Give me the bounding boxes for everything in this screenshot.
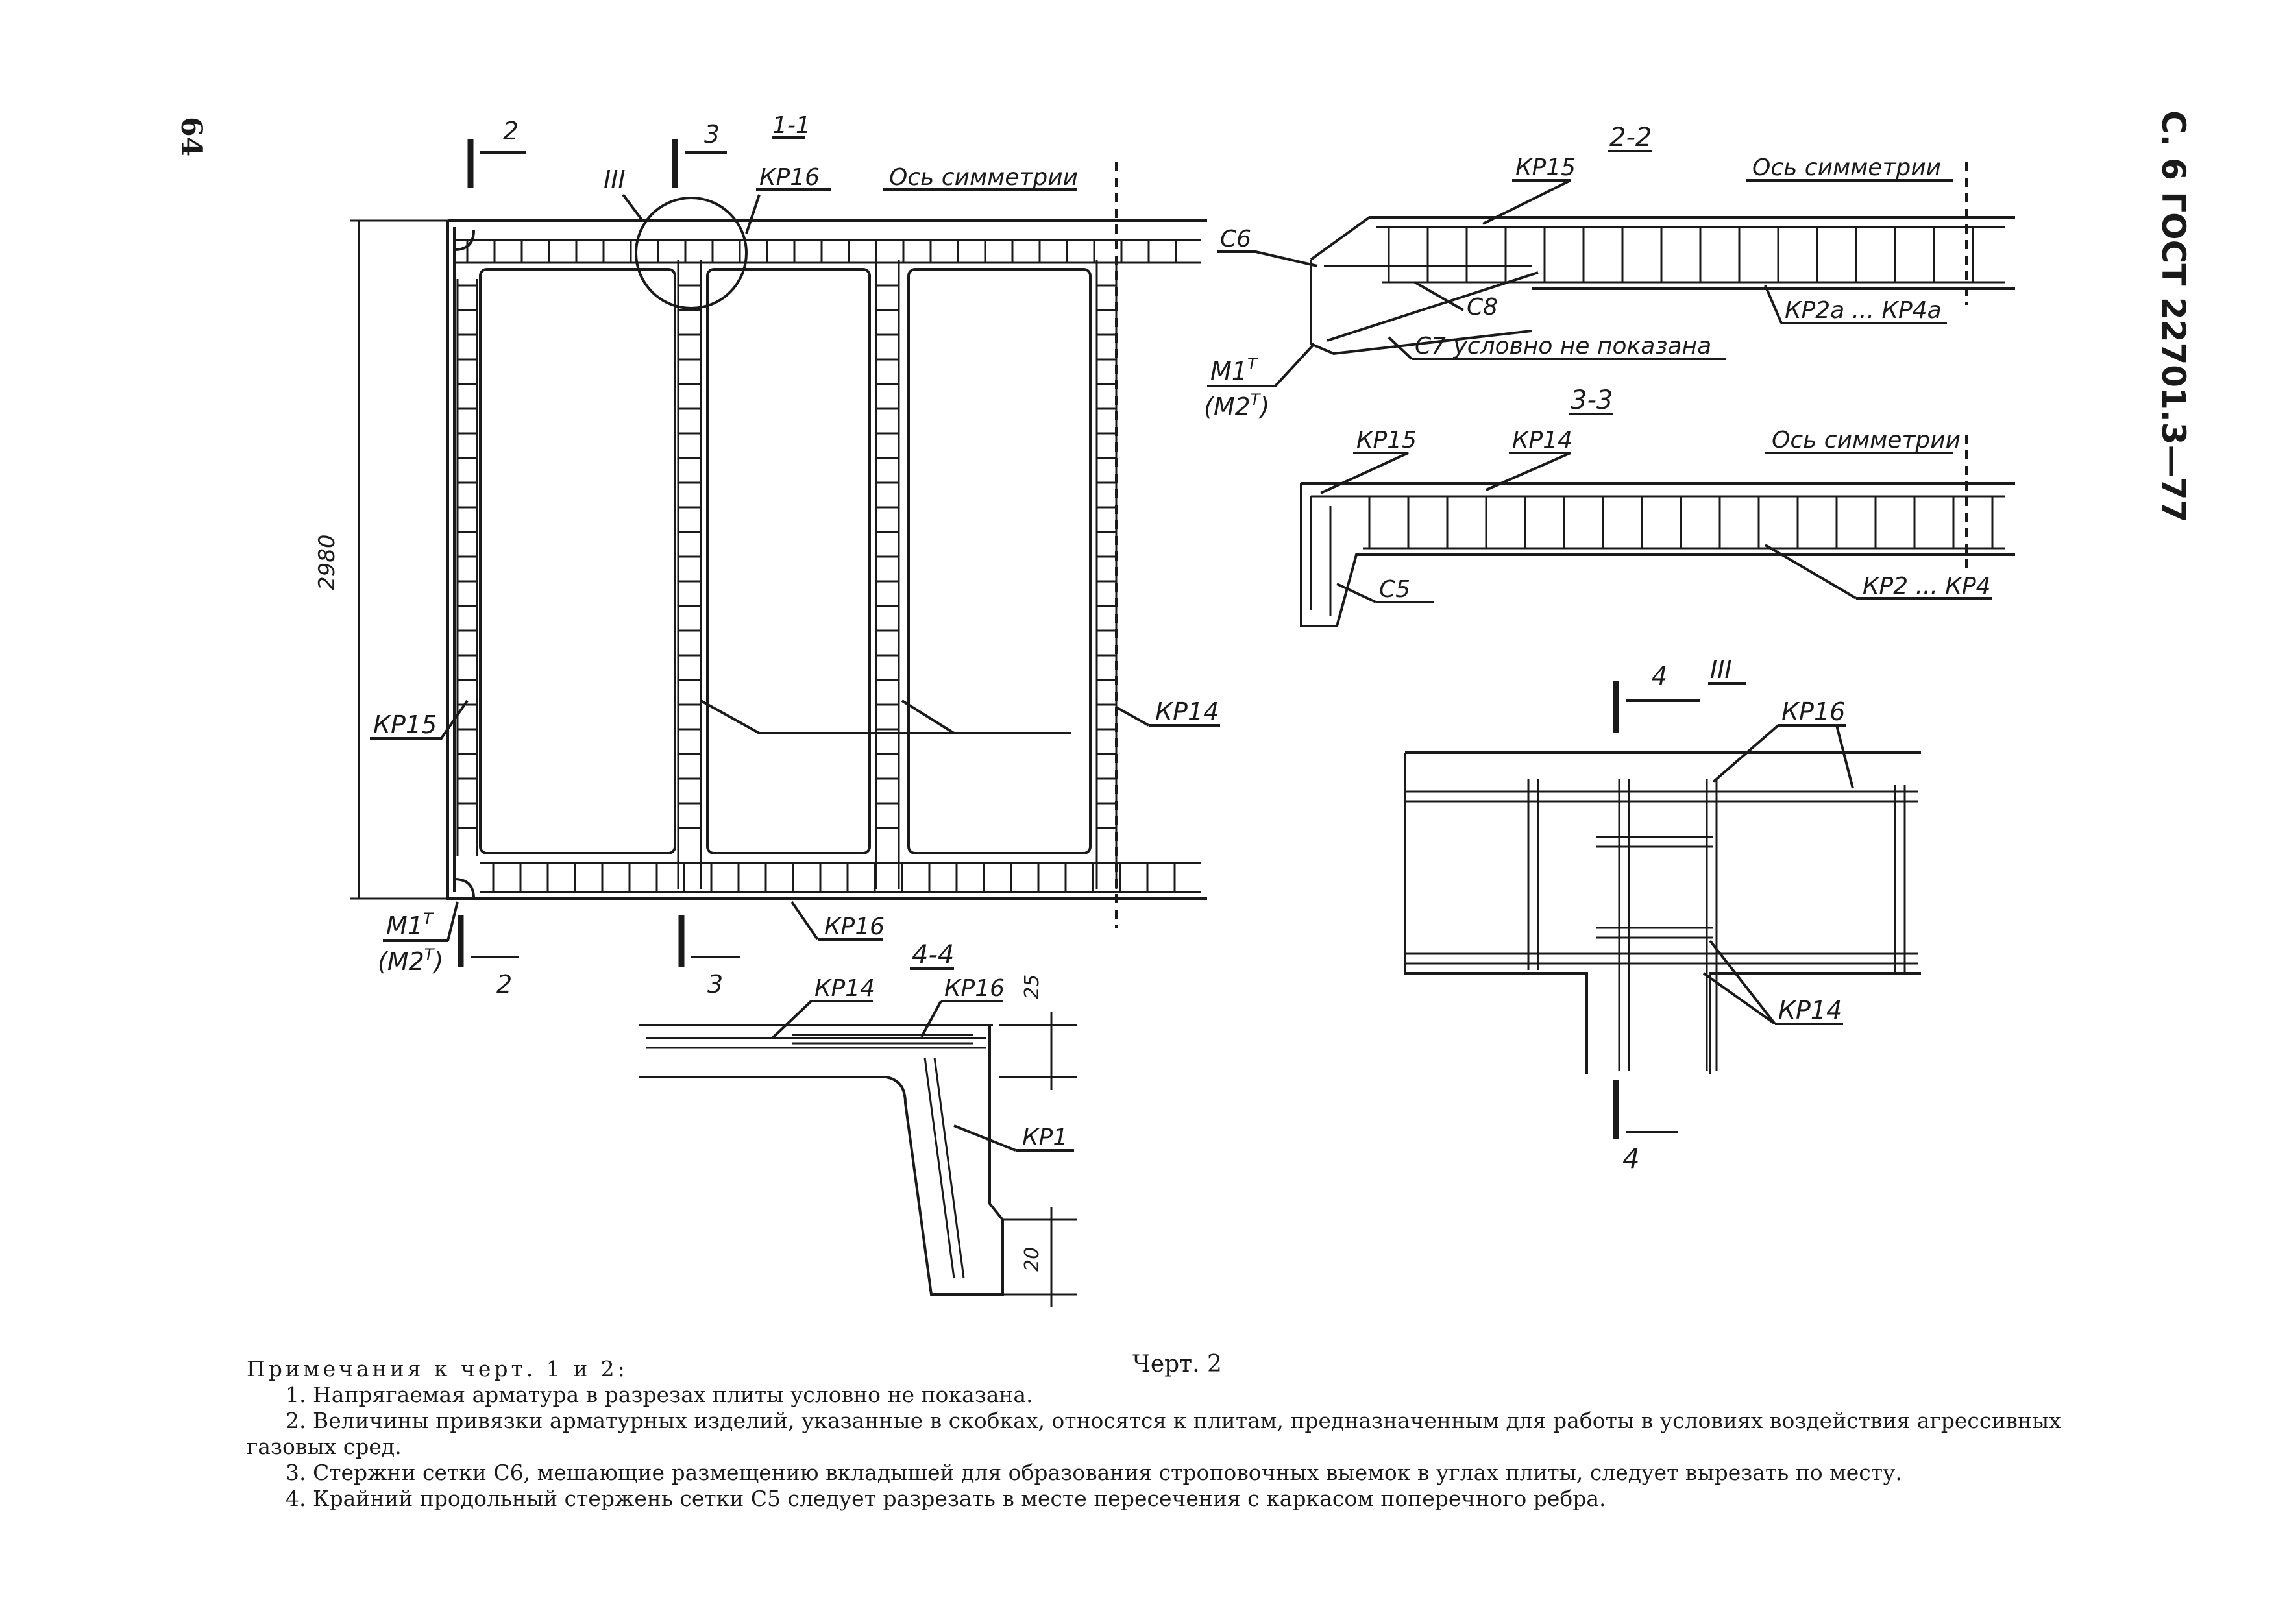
node-III: III 4 КР16 КР14 4 [1404, 655, 1921, 1174]
plan-view: III 1-1 Ось симметрии КР16 КР15 КР14 КР1… [314, 112, 1220, 999]
drawing-caption: Черт. 2 [1132, 1351, 1222, 1377]
section-3-3-kr2: КР2 ... КР4 [1863, 573, 1991, 600]
plan-kr15-label: КР15 [373, 710, 437, 739]
section-4-4-kr14: КР14 [814, 975, 875, 1002]
plan-dimension: 2980 [314, 534, 340, 590]
plan-cut2-bottom: 2 [496, 970, 512, 999]
section-3-3-kr14: КР14 [1512, 427, 1572, 454]
plan-opening-1 [479, 268, 676, 854]
section-2-2-c8: С8 [1467, 294, 1498, 321]
note-item: 4. Крайний продольный стержень сетки С5 … [286, 1486, 1606, 1511]
plan-cut3-top: 3 [704, 120, 720, 149]
section-2-2-m1: М1Т [1210, 355, 1258, 385]
notes: Примечания к черт. 1 и 2: 1. Напрягаемая… [247, 1356, 2103, 1512]
note-item: 1. Напрягаемая арматура в разрезах плиты… [286, 1382, 1033, 1407]
note-item: 3. Стержни сетки С6, мешающие размещению… [286, 1460, 1902, 1485]
section-4-4-kr16: КР16 [944, 975, 1005, 1002]
section-3-3-title: 3-3 [1571, 385, 1613, 415]
plan-opening-3 [907, 268, 1092, 854]
note-item: 2. Величины привязки арматурных изделий,… [247, 1408, 2061, 1459]
node-III-kr16: КР16 [1781, 697, 1845, 726]
plan-m2-label: (М2Т) [378, 945, 443, 976]
section-3-3: 3-3 Ось симметрии КР15 КР14 С5 КР2 ... К… [1300, 385, 2015, 627]
section-4-4-dim-top: 25 [1021, 975, 1044, 999]
section-3-3-axis: Ось симметрии [1772, 427, 1961, 454]
plan-axis-label: Ось симметрии [889, 164, 1078, 191]
section-2-2-kr15: КР15 [1515, 154, 1576, 181]
node-III-cut-top: 4 [1652, 662, 1667, 690]
node-III-cut-bottom: 4 [1622, 1143, 1640, 1174]
notes-heading: Примечания к черт. 1 и 2: [247, 1356, 628, 1381]
plan-section-title: 1-1 [772, 112, 811, 139]
plan-kr14-label: КР14 [1155, 697, 1219, 726]
section-2-2-kr2a: КР2а ... КР4а [1785, 297, 1942, 324]
section-2-2-c7: С7 условно не показана [1415, 333, 1711, 359]
plan-opening-2 [706, 268, 871, 854]
node-III-title: III [1710, 655, 1732, 684]
section-4-4-kr1: КР1 [1022, 1124, 1068, 1151]
plan-m1-label: М1Т [386, 910, 434, 940]
plan-kr16-bottom-label: КР16 [824, 914, 885, 940]
section-3-3-kr15: КР15 [1356, 427, 1417, 454]
section-4-4-title: 4-4 [912, 940, 954, 970]
plan-cut2-top: 2 [503, 117, 519, 145]
section-2-2-m2: (М2Т) [1204, 391, 1269, 421]
section-2-2-c6: С6 [1220, 226, 1251, 252]
plan-kr16-top-label: КР16 [759, 164, 820, 191]
node-III-kr14: КР14 [1778, 996, 1842, 1024]
section-2-2-title: 2-2 [1609, 123, 1652, 152]
section-4-4-dim-bottom: 20 [1021, 1247, 1044, 1272]
section-4-4: 4-4 КР14 КР16 КР1 25 20 [639, 940, 1077, 1307]
plan-cut3-bottom: 3 [707, 970, 723, 999]
section-2-2-axis: Ось симметрии [1752, 154, 1941, 181]
plan-node-label: III [604, 165, 626, 194]
section-2-2: 2-2 Ось симметрии КР15 С6 С8 С7 условно … [1204, 123, 2015, 421]
section-3-3-c5: С5 [1379, 576, 1410, 603]
